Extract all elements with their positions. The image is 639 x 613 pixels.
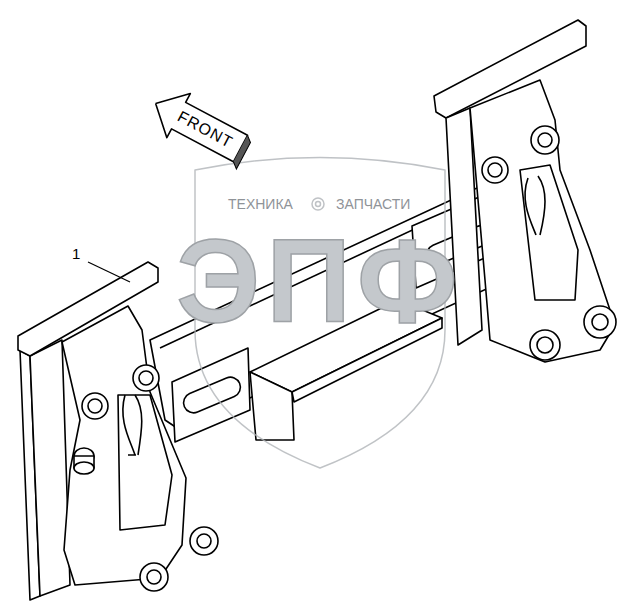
boss xyxy=(537,337,553,353)
spring xyxy=(123,395,142,455)
boss xyxy=(197,534,211,548)
side-plate xyxy=(30,340,70,596)
boss xyxy=(82,393,108,419)
watermark-logo: ЭПФ xyxy=(176,222,463,340)
arrow-shade xyxy=(231,135,253,169)
ear-plate xyxy=(62,306,186,585)
boss xyxy=(133,365,159,391)
boss xyxy=(140,563,168,591)
boss xyxy=(538,133,552,147)
spring xyxy=(525,176,545,235)
pin xyxy=(74,462,94,474)
ear-plate xyxy=(470,80,615,362)
front-arrow: FRONT xyxy=(147,88,249,165)
boss xyxy=(530,330,560,360)
boss xyxy=(482,157,508,183)
slot xyxy=(180,374,243,416)
boss xyxy=(139,371,153,385)
ear-plate-inner xyxy=(520,165,578,300)
boss xyxy=(88,399,102,413)
ear-plate-inner xyxy=(118,395,172,530)
boss xyxy=(147,570,161,584)
arrow-shape xyxy=(144,81,252,170)
leader-line xyxy=(88,262,130,282)
watermark-text: ТЕХНИКА xyxy=(228,197,293,211)
boss xyxy=(592,314,608,330)
boss xyxy=(531,126,559,154)
slot-plate xyxy=(172,348,250,442)
callout-number: 1 xyxy=(72,246,80,261)
center-tab-face xyxy=(250,372,294,440)
boss xyxy=(190,527,218,555)
watermark-text: ЗАПЧАСТИ xyxy=(336,197,410,211)
boss xyxy=(488,163,502,177)
boss xyxy=(584,306,616,338)
